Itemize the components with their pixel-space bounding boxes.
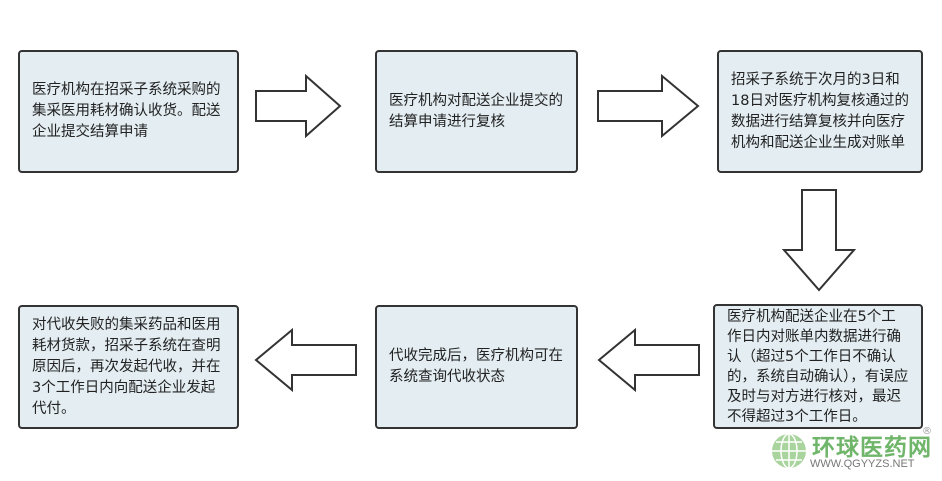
arrow-left-icon	[254, 328, 357, 392]
arrow-down-icon	[782, 189, 856, 292]
arrow-right-icon	[597, 74, 700, 138]
step-5-text: 代收完成后，医疗机构可在系统查询代收状态	[389, 348, 563, 385]
step-2-text: 医疗机构对配送企业提交的结算申请进行复核	[389, 92, 563, 130]
watermark-url: WWW.QGYYZS.NET	[810, 458, 915, 470]
step-1-text: 医疗机构在招采子系统采购的集采医用耗材确认收货。配送企业提交结算申请	[32, 82, 221, 140]
step-5-box: 代收完成后，医疗机构可在系统查询代收状态	[375, 305, 578, 429]
step-4-text: 医疗机构配送企业在5个工作日内对账单内数据进行确认（超过5个工作日不确认的，系统…	[727, 308, 909, 425]
globe-icon	[772, 433, 806, 469]
registered-mark: ®	[922, 426, 932, 437]
step-3-box: 招采子系统于次月的3日和18日对医疗机构复核通过的数据进行结算复核并向医疗机构和…	[717, 50, 923, 173]
step-2-box: 医疗机构对配送企业提交的结算申请进行复核	[375, 50, 578, 173]
step-6-text: 对代收失败的集采药品和医用耗材货款，招采子系统在查明原因后，再次发起代收，并在3…	[32, 316, 221, 417]
step-1-box: 医疗机构在招采子系统采购的集采医用耗材确认收货。配送企业提交结算申请	[18, 50, 239, 173]
step-6-box: 对代收失败的集采药品和医用耗材货款，招采子系统在查明原因后，再次发起代收，并在3…	[18, 305, 239, 429]
arrow-right-icon	[255, 74, 342, 138]
step-3-text: 招采子系统于次月的3日和18日对医疗机构复核通过的数据进行结算复核并向医疗机构和…	[731, 71, 909, 151]
arrow-left-icon	[597, 328, 700, 392]
step-4-box: 医疗机构配送企业在5个工作日内对账单内数据进行确认（超过5个工作日不确认的，系统…	[713, 304, 923, 429]
watermark-logo: 环球医药网 ® WWW.QGYYZS.NET	[768, 426, 938, 478]
watermark-title: 环球医药网	[812, 435, 932, 461]
